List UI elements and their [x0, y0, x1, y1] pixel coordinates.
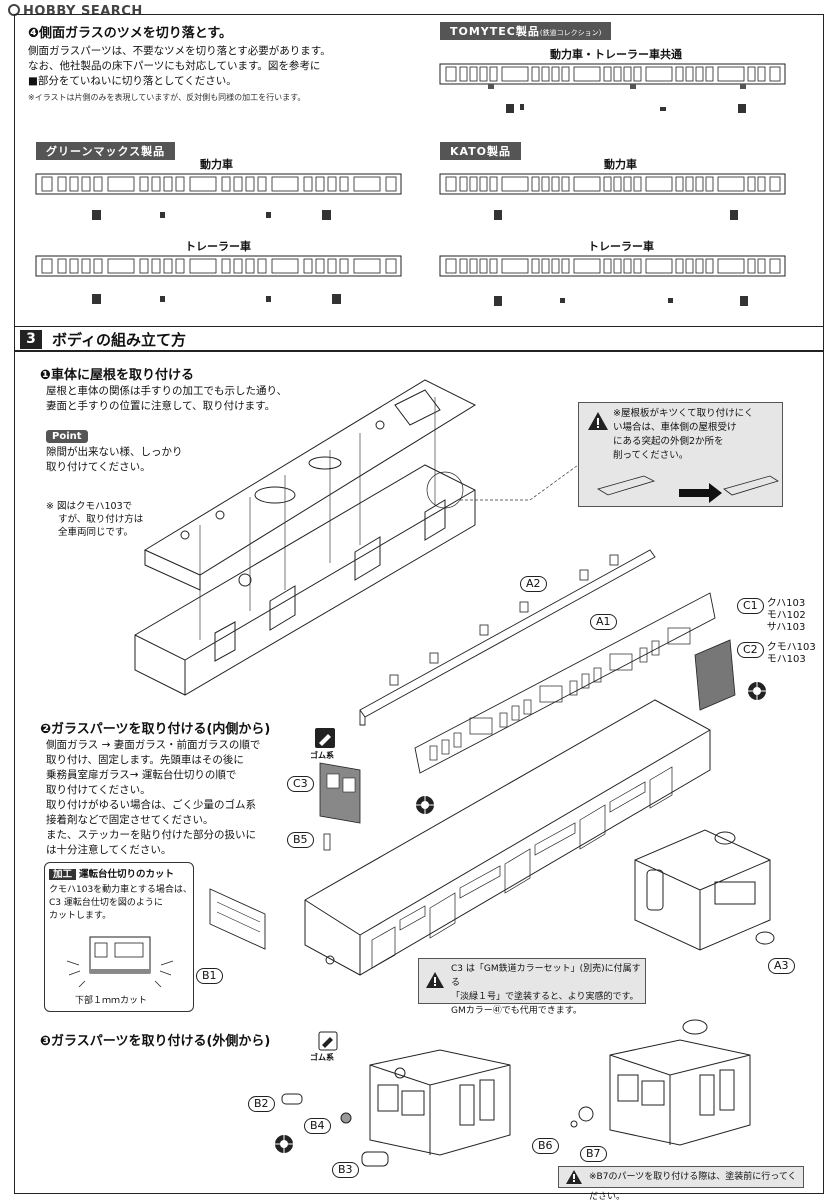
kato-power-strip — [439, 173, 786, 220]
target-mark-icon-3 — [275, 1135, 293, 1153]
step4-title: ❹側面ガラスのツメを切り落とす。 — [28, 26, 233, 41]
part-label-b5: B5 — [287, 832, 314, 848]
part-label-b1: B1 — [196, 968, 223, 984]
s1-title: ❶車体に屋根を取り付ける — [40, 368, 195, 383]
part-label-c3: C3 — [287, 776, 314, 792]
s2-title: ❷ガラスパーツを取り付ける(内側から) — [40, 722, 271, 737]
callout-leader-line — [460, 459, 586, 501]
part-label-c1: C1 — [737, 598, 764, 614]
glass-part-a2 — [359, 549, 656, 726]
point-text: 隙間が出来ない様、しっかり 取り付けてください。 — [46, 446, 183, 473]
front-left-illustration — [369, 1049, 511, 1156]
greenmax-power-strip — [35, 173, 402, 220]
kato-tag: KATO製品 — [440, 142, 522, 160]
roof-callout-box: ※屋根板がキツくて取り付けにく い場合は、車体側の屋根受け にある突起の外側2か… — [578, 402, 783, 507]
greenmax-trailer-strip — [35, 255, 402, 304]
section3-title: ボディの組み立て方 — [52, 331, 186, 349]
s1-text: 屋根と車体の関係は手すりの加工でも示した通り、 妻面と手すりの位置に注意して、取… — [46, 385, 288, 412]
roof-mount-detail — [597, 475, 779, 503]
part-label-a2: A2 — [520, 576, 547, 592]
roof-callout-text: ※屋根板がキツくて取り付けにく い場合は、車体側の屋根受け にある突起の外側2か… — [613, 408, 754, 461]
greenmax-power-label: 動力車 — [200, 158, 233, 171]
cut-caption: 下部１ｍｍカット — [75, 996, 148, 1006]
part-label-b6: B6 — [532, 1138, 559, 1154]
gomu-label-s3: ゴム系 — [310, 1053, 334, 1062]
kato-trailer-strip — [439, 255, 786, 306]
roof-body-illustration — [134, 379, 477, 696]
page-frame — [14, 14, 824, 1194]
cab-partition-c3 — [319, 762, 361, 824]
point-tag: Point — [46, 430, 88, 443]
part-label-b2: B2 — [248, 1096, 275, 1112]
front-end-illustration — [634, 829, 775, 951]
part-label-a3: A3 — [768, 958, 795, 974]
parts-b6-b7 — [570, 1106, 594, 1128]
greenmax-tag: グリーンマックス製品 — [36, 142, 176, 160]
tomytec-label: 動力車・トレーラー車共通 — [550, 48, 682, 61]
part-a3-shape — [755, 931, 775, 945]
cut-box: 加工運転台仕切りのカット クモハ103を動力車とする場合は、 C3 運転台仕切を… — [44, 862, 194, 1012]
cut-diagram — [66, 936, 174, 988]
glass-part-b3 — [361, 1151, 389, 1167]
c3-paint-note: C3 は「GM鉄道カラーセット」(別売)に付属する 「淡緑１号」で塗装すると、よ… — [418, 958, 646, 1016]
gomu-label-s2: ゴム系 — [310, 751, 334, 760]
body-shell-illustration — [304, 699, 711, 976]
s3-title: ❸ガラスパーツを取り付ける(外側から) — [40, 1034, 271, 1049]
warning-icon-3 — [566, 1170, 582, 1184]
step4-text: 側面ガラスパーツは、不要なツメを切り落とす必要があります。 なお、他社製品の床下… — [28, 45, 331, 87]
cut-heading: 加工運転台仕切りのカット — [49, 866, 174, 880]
part-label-b3: B3 — [332, 1162, 359, 1178]
part-label-b4: B4 — [304, 1118, 331, 1134]
glass-part-b4 — [340, 1112, 352, 1124]
glass-part-a1 — [414, 592, 716, 774]
end-glass-part — [694, 639, 736, 711]
front-right-illustration — [609, 1019, 751, 1146]
tomytec-glass-strip — [439, 63, 786, 113]
glue-tube-icon-2 — [318, 1031, 338, 1051]
cut-text: クモハ103を動力車とする場合は、 C3 運転台仕切を図のように カットします。 — [49, 885, 192, 921]
warning-icon — [588, 412, 608, 430]
glue-tube-icon — [315, 728, 335, 748]
section3-header: 3 ボディの組み立て方 — [14, 326, 824, 352]
target-mark-icon-2 — [416, 796, 434, 814]
greenmax-trailer-label: トレーラー車 — [185, 240, 251, 253]
b7-note: ※B7のパーツを取り付ける際は、塗装前に行ってください。 — [558, 1166, 804, 1200]
target-mark-icon — [748, 682, 766, 700]
warning-icon-2 — [426, 972, 444, 988]
part-label-c2: C2 — [737, 642, 764, 658]
arrow-right-icon — [679, 483, 722, 503]
c3-note-text: C3 は「GM鉄道カラーセット」(別売)に付属する 「淡緑１号」で塗装すると、よ… — [451, 964, 641, 1016]
kato-trailer-label: トレーラー車 — [588, 240, 654, 253]
cab-partition-b1 — [209, 888, 266, 950]
step4-note: ※イラストは片側のみを表現していますが、反対側も同様の加工を行います。 — [28, 93, 306, 102]
glass-part-b2 — [281, 1093, 303, 1105]
part-label-a1: A1 — [590, 614, 617, 630]
kato-power-label: 動力車 — [604, 158, 637, 171]
tomytec-tag: TOMYTEC製品(鉄道コレクション) — [440, 22, 612, 40]
s2-text: 側面ガラス → 妻面ガラス・前面ガラスの順で 取り付け、固定します。先頭車はその… — [46, 739, 261, 856]
glass-part-b5 — [323, 833, 331, 851]
s1-figure-note: ※ 図はクモハ103で すが、取り付け方は 全車両同じです。 — [46, 501, 144, 538]
part-label-b7: B7 — [580, 1146, 607, 1162]
section3-number: 3 — [20, 330, 42, 349]
